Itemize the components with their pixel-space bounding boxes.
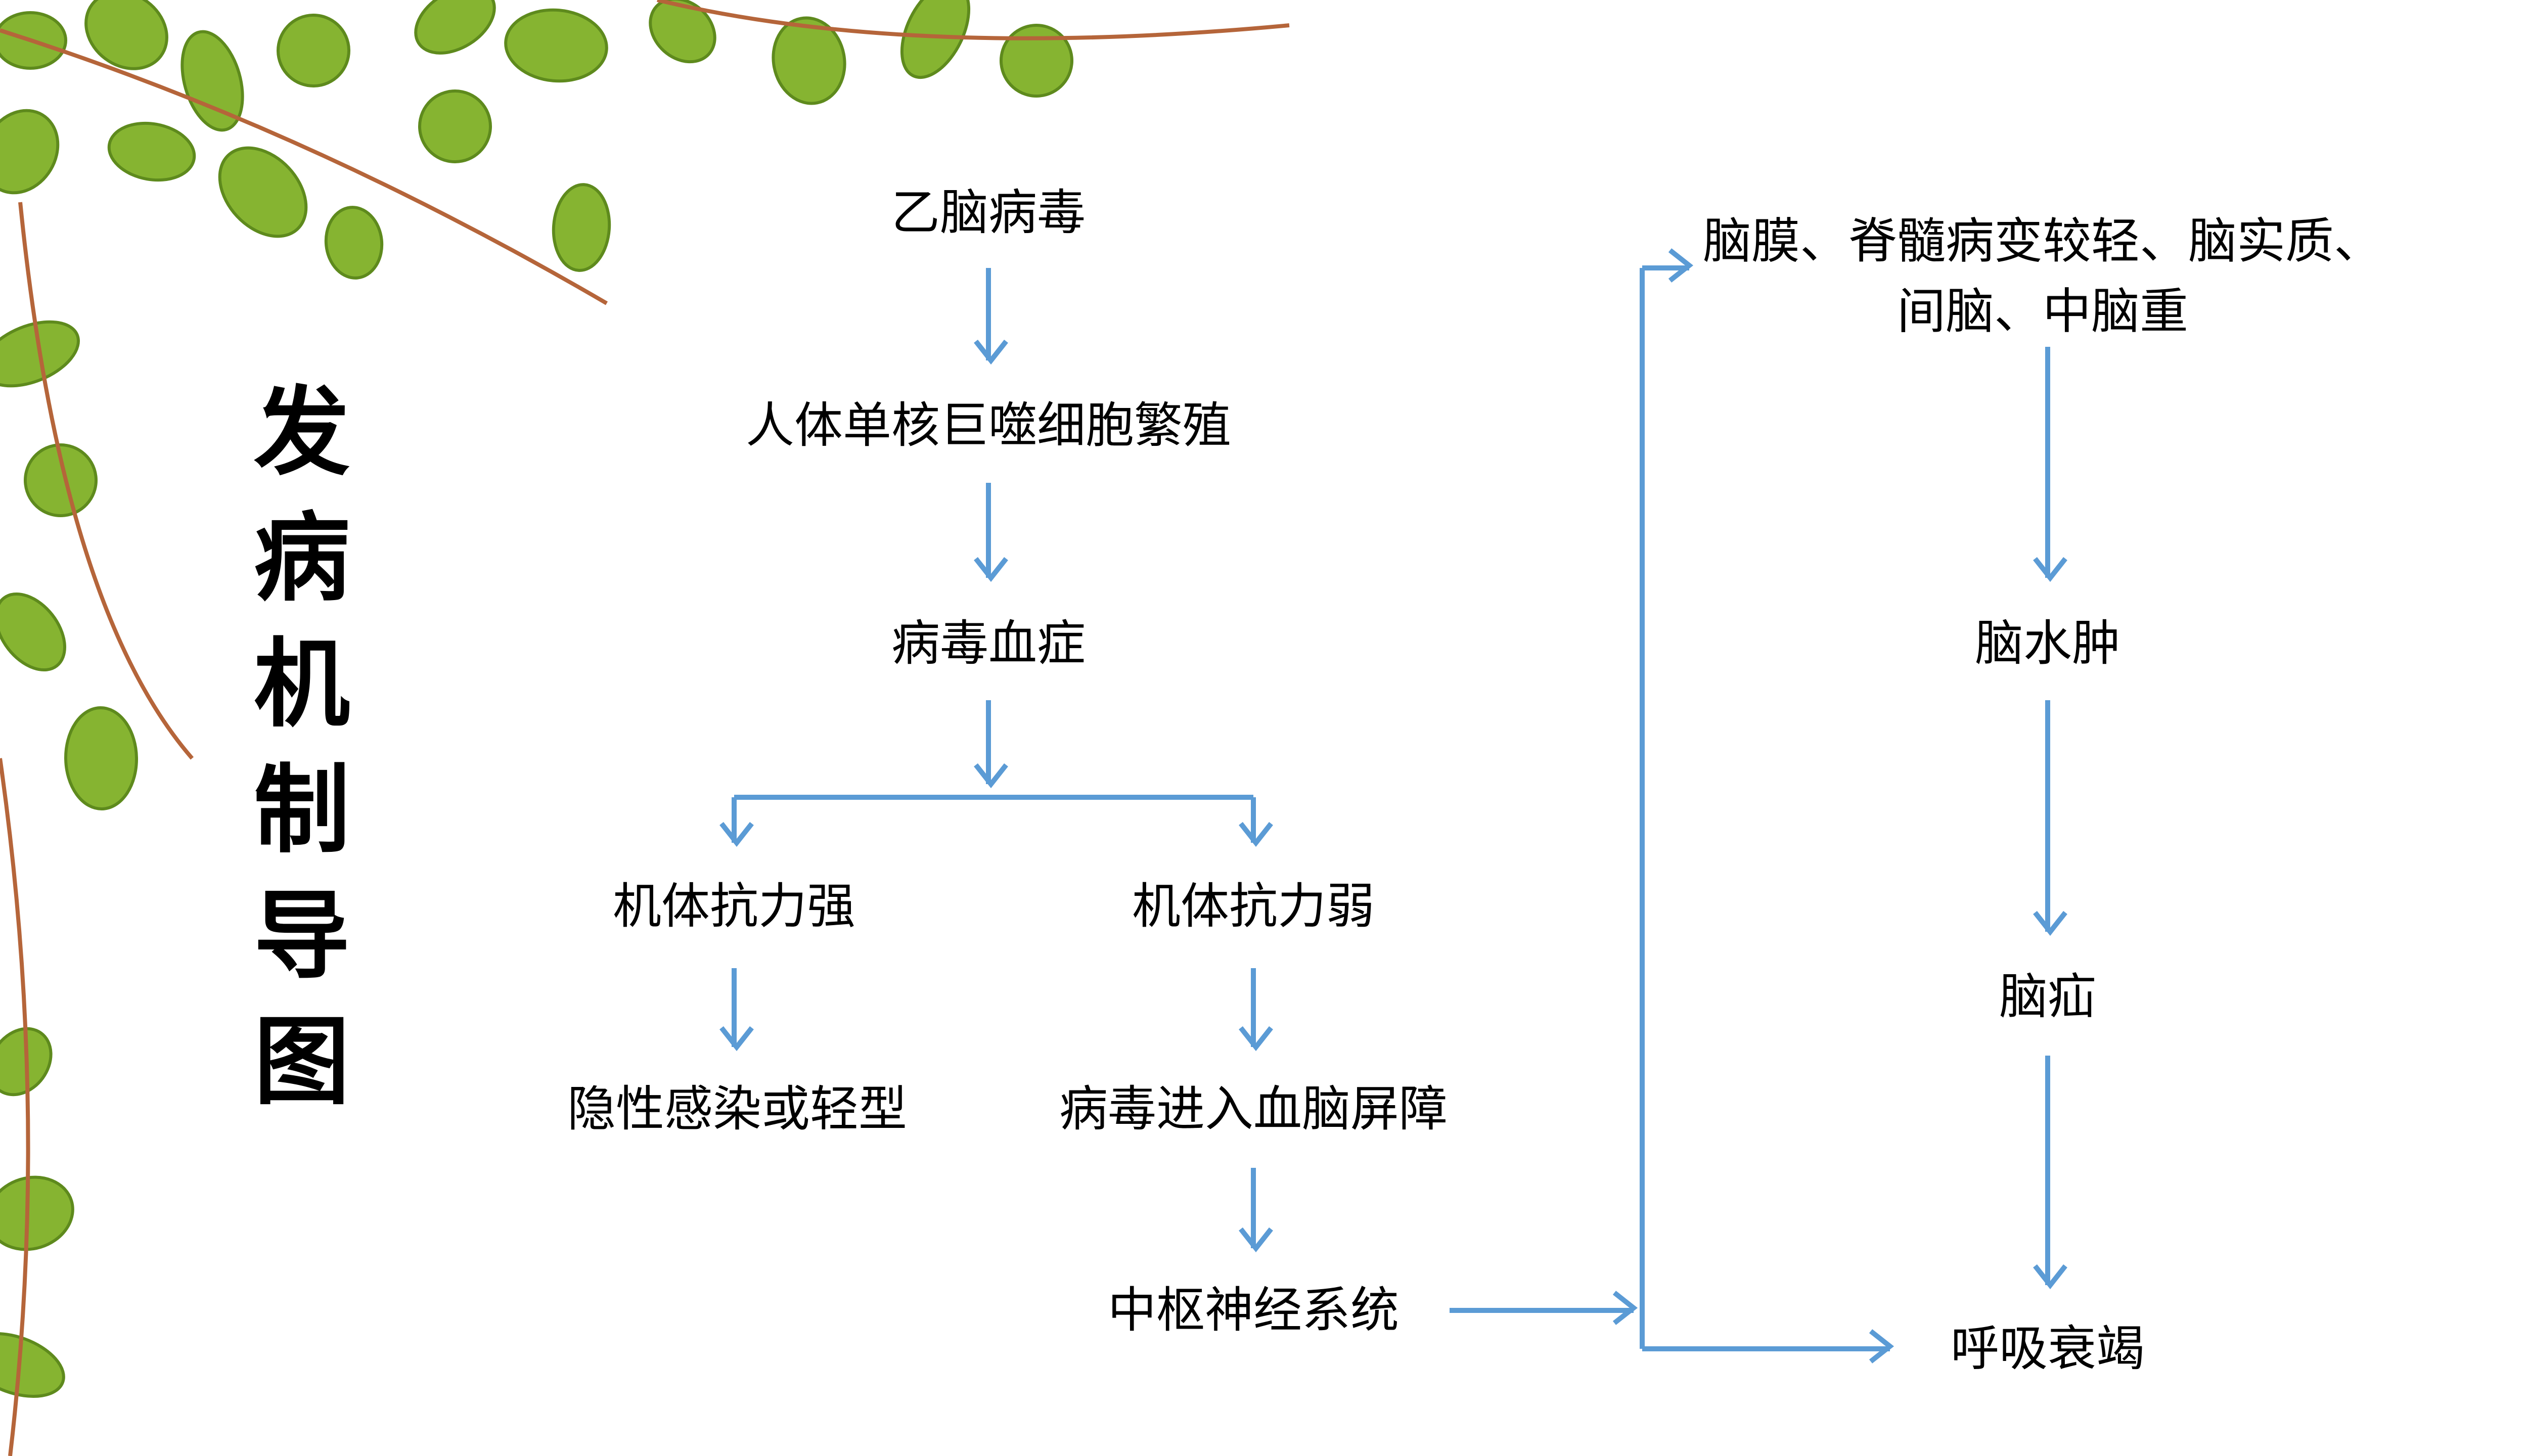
title-char: 制: [253, 753, 350, 866]
leaf-icon: [418, 89, 492, 163]
leaf-icon: [772, 16, 846, 105]
leaf-icon: [180, 30, 244, 132]
title-char: 图: [253, 1005, 350, 1118]
node-weak-resistance: 机体抗力弱: [1132, 878, 1375, 935]
node-virus: 乙脑病毒: [891, 184, 1086, 241]
node-cns: 中枢神经系统: [1108, 1282, 1399, 1339]
leaf-icon: [0, 320, 80, 388]
page-title: 发 病 机 制 导 图: [246, 369, 357, 1124]
node-lesions: 脑膜、脊髓病变较轻、脑实质、 间脑、中脑重: [1703, 206, 2382, 347]
leaf-icon: [552, 183, 611, 272]
leaf-icon: [414, 0, 496, 55]
lesion-line-2: 间脑、中脑重: [1897, 283, 2188, 340]
node-brain-hernia: 脑疝: [1999, 968, 2096, 1025]
leaf-icon: [504, 8, 608, 83]
node-viremia: 病毒血症: [891, 615, 1086, 672]
leaf-icon: [900, 0, 971, 79]
leaf-icon: [0, 1175, 74, 1251]
title-char: 机: [253, 627, 350, 740]
leaf-icon: [218, 146, 308, 238]
leaf-icon: [24, 443, 98, 517]
leaf-icon: [1000, 24, 1073, 98]
leaf-icon: [0, 592, 66, 672]
leaf-icon: [64, 706, 139, 810]
node-blood-brain-barrier: 病毒进入血脑屏障: [1059, 1080, 1448, 1138]
leaf-icon: [107, 121, 196, 182]
title-char: 病: [253, 502, 350, 614]
node-latent-infection: 隐性感染或轻型: [567, 1080, 907, 1138]
title-char: 导: [253, 879, 350, 992]
leaf-icon: [324, 206, 384, 280]
leaf-icon: [0, 1027, 53, 1097]
leaf-icon: [0, 109, 60, 195]
leaf-icon: [84, 0, 168, 70]
node-macrophage: 人体单核巨噬细胞繁殖: [746, 397, 1231, 454]
node-strong-resistance: 机体抗力强: [613, 878, 855, 935]
leaf-icon: [277, 14, 350, 87]
lesion-line-1: 脑膜、脊髓病变较轻、脑实质、: [1703, 212, 2382, 269]
title-char: 发: [253, 376, 350, 488]
leaf-icon: [0, 1332, 65, 1398]
node-respiratory-failure: 呼吸衰竭: [1951, 1320, 2145, 1377]
node-brain-edema: 脑水肿: [1975, 615, 2120, 672]
